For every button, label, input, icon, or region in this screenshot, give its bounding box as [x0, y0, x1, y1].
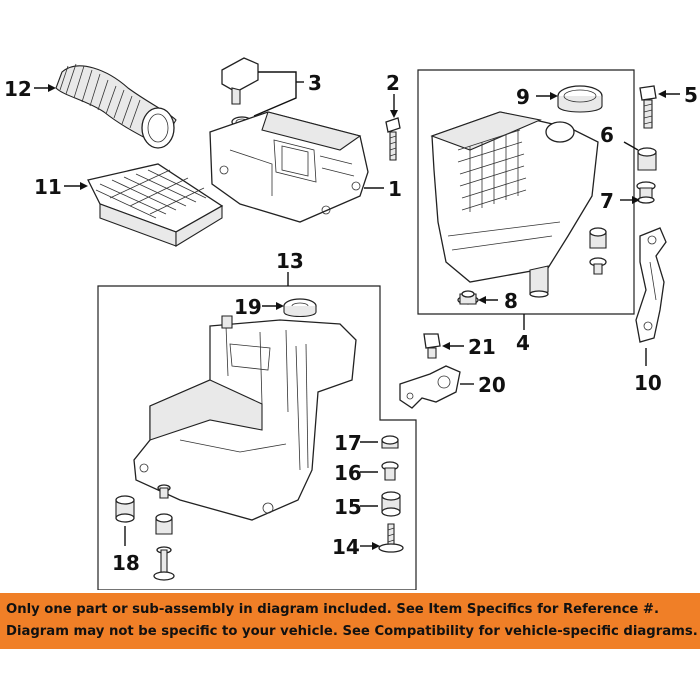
callout-18: 18: [112, 551, 140, 575]
callout-12: 12: [4, 77, 32, 101]
part-13-resonator: [133, 315, 357, 521]
callout-17: 17: [334, 431, 362, 455]
callout-20: 20: [478, 373, 506, 397]
disclaimer-banner: Only one part or sub-assembly in diagram…: [0, 593, 700, 649]
part-2-bolt: [385, 117, 401, 161]
part-6-grommet: [637, 147, 657, 171]
part-19-grommet: [283, 298, 317, 318]
callout-4: 4: [516, 331, 530, 355]
callout-8: 8: [504, 289, 518, 313]
part-5-bolt: [639, 85, 657, 129]
callout-6: 6: [600, 123, 614, 147]
callout-13: 13: [276, 249, 304, 273]
part-16-collar: [381, 461, 399, 481]
part-9-seal: [557, 85, 603, 113]
part-12-intake-hose: [55, 63, 177, 149]
callout-5: 5: [684, 83, 698, 107]
part-4-lower-case: [430, 111, 599, 298]
callout-1: 1: [388, 177, 402, 201]
part-21-bolt: [423, 333, 441, 359]
callout-10: 10: [634, 371, 662, 395]
callout-15: 15: [334, 495, 362, 519]
callout-14: 14: [332, 535, 360, 559]
callout-9: 9: [516, 85, 530, 109]
group-box-4: [417, 69, 635, 315]
part-14-bolt: [378, 523, 404, 553]
part-20-bracket: [399, 365, 461, 409]
part-1-air-cleaner-upper-case: [209, 111, 369, 223]
part-15-grommet: [381, 491, 401, 517]
callout-2: 2: [386, 71, 400, 95]
parts-diagram: 12 11 3 1 2: [4, 57, 698, 590]
callout-3: 3: [308, 71, 322, 95]
part-10-bracket: [635, 227, 667, 343]
part-8-grommet: [457, 290, 479, 305]
part-18-lower-stack: [153, 484, 175, 581]
part-18-grommet: [115, 495, 135, 523]
callout-11: 11: [34, 175, 62, 199]
part-17-cap: [381, 435, 399, 449]
disclaimer-line-1: Only one part or sub-assembly in diagram…: [6, 602, 659, 617]
callout-21: 21: [468, 335, 496, 359]
disclaimer-line-2: Diagram may not be specific to your vehi…: [6, 624, 698, 639]
callout-19: 19: [234, 295, 262, 319]
callout-7: 7: [600, 189, 614, 213]
callout-16: 16: [334, 461, 362, 485]
part-inner-grommet: [589, 227, 607, 275]
group-box-13: [97, 285, 417, 590]
part-11-air-filter: [87, 163, 224, 247]
